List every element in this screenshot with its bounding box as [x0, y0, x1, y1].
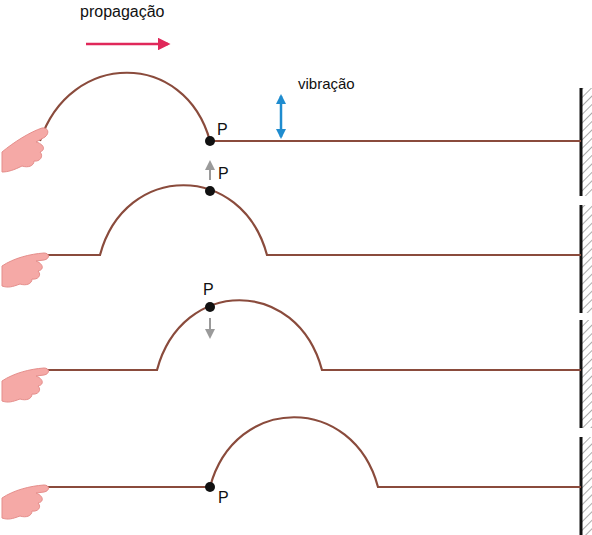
- point-label: P: [218, 490, 229, 506]
- vibration-label: vibração: [298, 76, 355, 91]
- point-label: P: [203, 282, 214, 298]
- vibration-arrow: [280, 96, 283, 137]
- point-label: P: [218, 166, 229, 182]
- hand: [2, 128, 49, 519]
- propagation-arrow: [86, 43, 168, 46]
- propagation-label: propagação: [80, 4, 165, 20]
- point-label: P: [217, 122, 228, 138]
- motion-arrow: [209, 162, 211, 180]
- string: [40, 73, 581, 487]
- motion-arrow: [209, 318, 211, 337]
- point-dot: [205, 136, 215, 492]
- wall: [581, 88, 592, 535]
